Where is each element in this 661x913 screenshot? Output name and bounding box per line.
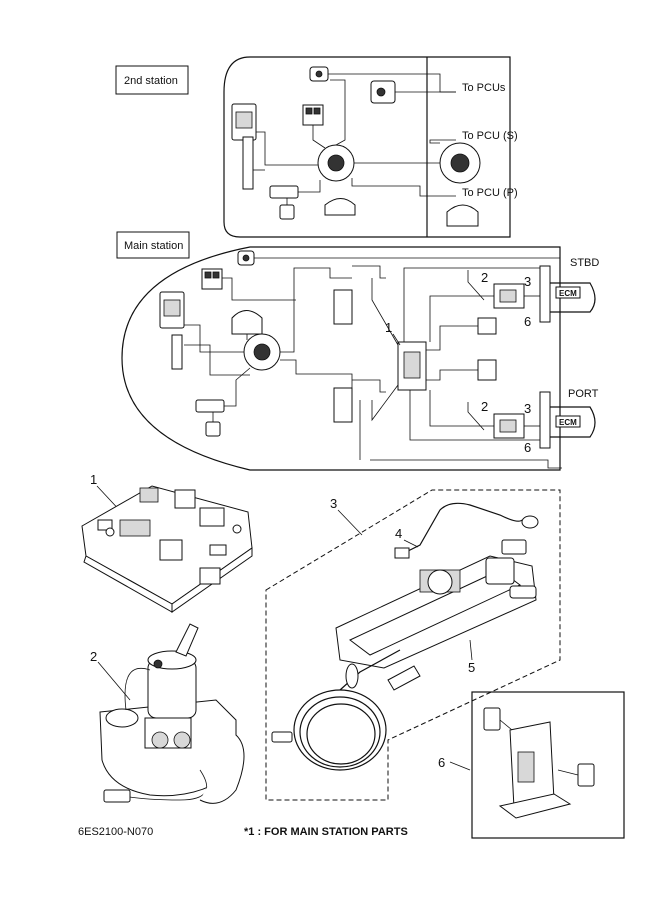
ecm-port-outline	[548, 406, 596, 438]
callout-2-port: 2	[481, 399, 488, 414]
part-6-valve-bracket: 6	[438, 691, 625, 839]
part-3-number: 3	[330, 496, 337, 511]
diagram-code: 6ES2100-N070	[78, 826, 153, 838]
main-station-label-box	[116, 231, 190, 259]
to-pcus-label: To PCUs	[462, 82, 506, 94]
ecm-stbd-box	[555, 286, 581, 299]
second-station-label-box	[115, 65, 189, 95]
main-station-components	[159, 250, 551, 449]
main-station-callouts: 1 2 3 6 2 3 6	[385, 270, 531, 455]
part-1-number: 1	[90, 472, 97, 487]
callout-6-port: 6	[524, 440, 531, 455]
ecm-port-box	[555, 415, 581, 428]
second-station-harness	[253, 73, 456, 205]
part-4-number: 4	[395, 526, 402, 541]
second-station-components	[231, 66, 481, 227]
part-5-number: 5	[468, 660, 475, 675]
to-pcu-p-label: To PCU (P)	[462, 187, 518, 199]
callout-6-stbd: 6	[524, 314, 531, 329]
main-station-note: *1 : FOR MAIN STATION PARTS	[244, 826, 408, 838]
main-station-panel: Main station ECM ECM STBD PORT	[116, 231, 599, 471]
second-station-label: 2nd station	[124, 75, 178, 87]
to-pcu-s-label: To PCU (S)	[462, 130, 518, 142]
callout-1: 1	[385, 320, 392, 335]
second-station-panel: 2nd station	[115, 56, 518, 238]
callout-2-stbd: 2	[481, 270, 488, 285]
callout-3-stbd: 3	[524, 274, 531, 289]
stbd-label: STBD	[570, 257, 599, 269]
part-1-control-unit: 1	[81, 472, 253, 613]
ecm-stbd-outline	[548, 282, 596, 313]
main-station-label: Main station	[124, 240, 183, 252]
part-6-number: 6	[438, 755, 445, 770]
port-label: PORT	[568, 388, 599, 400]
part-2-number: 2	[90, 649, 97, 664]
part-2-pump-motor: 2	[90, 623, 245, 804]
ecm-stbd-label: ECM	[559, 289, 577, 298]
main-station-harness	[184, 257, 562, 469]
callout-3-port: 3	[524, 401, 531, 416]
ecm-port-label: ECM	[559, 418, 577, 427]
part-3-steering-group: 3 4 5	[265, 489, 561, 801]
